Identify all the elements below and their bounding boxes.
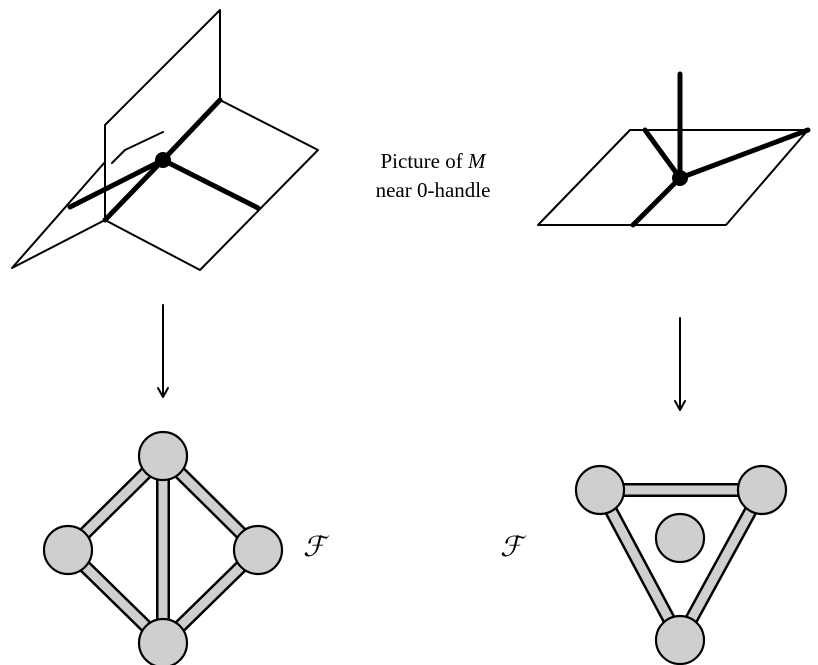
left-singular-edge-left bbox=[67, 157, 166, 210]
right-foam-graph bbox=[574, 464, 788, 665]
left-down-arrow bbox=[157, 304, 169, 398]
right-singular-edge-right bbox=[677, 127, 811, 181]
right-spine-picture bbox=[537, 71, 811, 228]
right-horizontal-sheet bbox=[537, 129, 809, 226]
left-singular-edge-bottom bbox=[102, 157, 166, 223]
caption-line-1: Picture of M bbox=[381, 149, 487, 173]
left-disk-bottom bbox=[137, 617, 189, 665]
left-disk-top bbox=[137, 430, 189, 482]
caption-line-2: near 0-handle bbox=[376, 178, 491, 202]
left-spine-picture bbox=[11, 9, 319, 271]
right-singular-edge-back bbox=[642, 127, 683, 181]
right-disk-bottom bbox=[654, 614, 706, 665]
left-sheet-edge bbox=[124, 131, 164, 151]
left-sheet-edge-2 bbox=[111, 149, 126, 164]
left-foam-graph bbox=[42, 430, 284, 665]
left-disk-left bbox=[42, 524, 94, 576]
left-singular-edge-right bbox=[160, 157, 261, 211]
right-vertex-dot bbox=[672, 170, 688, 186]
right-disk-left bbox=[574, 464, 626, 516]
right-foam-label: ℱ bbox=[500, 530, 527, 563]
right-disk-right bbox=[736, 464, 788, 516]
left-vertex-dot bbox=[155, 152, 171, 168]
left-disk-right bbox=[232, 524, 284, 576]
left-vertical-sheet bbox=[104, 9, 221, 221]
right-down-arrow bbox=[674, 317, 686, 411]
right-singular-edge-bottom bbox=[630, 175, 683, 228]
left-slanted-sheet bbox=[11, 161, 106, 269]
left-foam-label: ℱ bbox=[303, 530, 330, 563]
right-disk-center bbox=[654, 512, 706, 564]
left-singular-edge-top bbox=[160, 97, 223, 163]
